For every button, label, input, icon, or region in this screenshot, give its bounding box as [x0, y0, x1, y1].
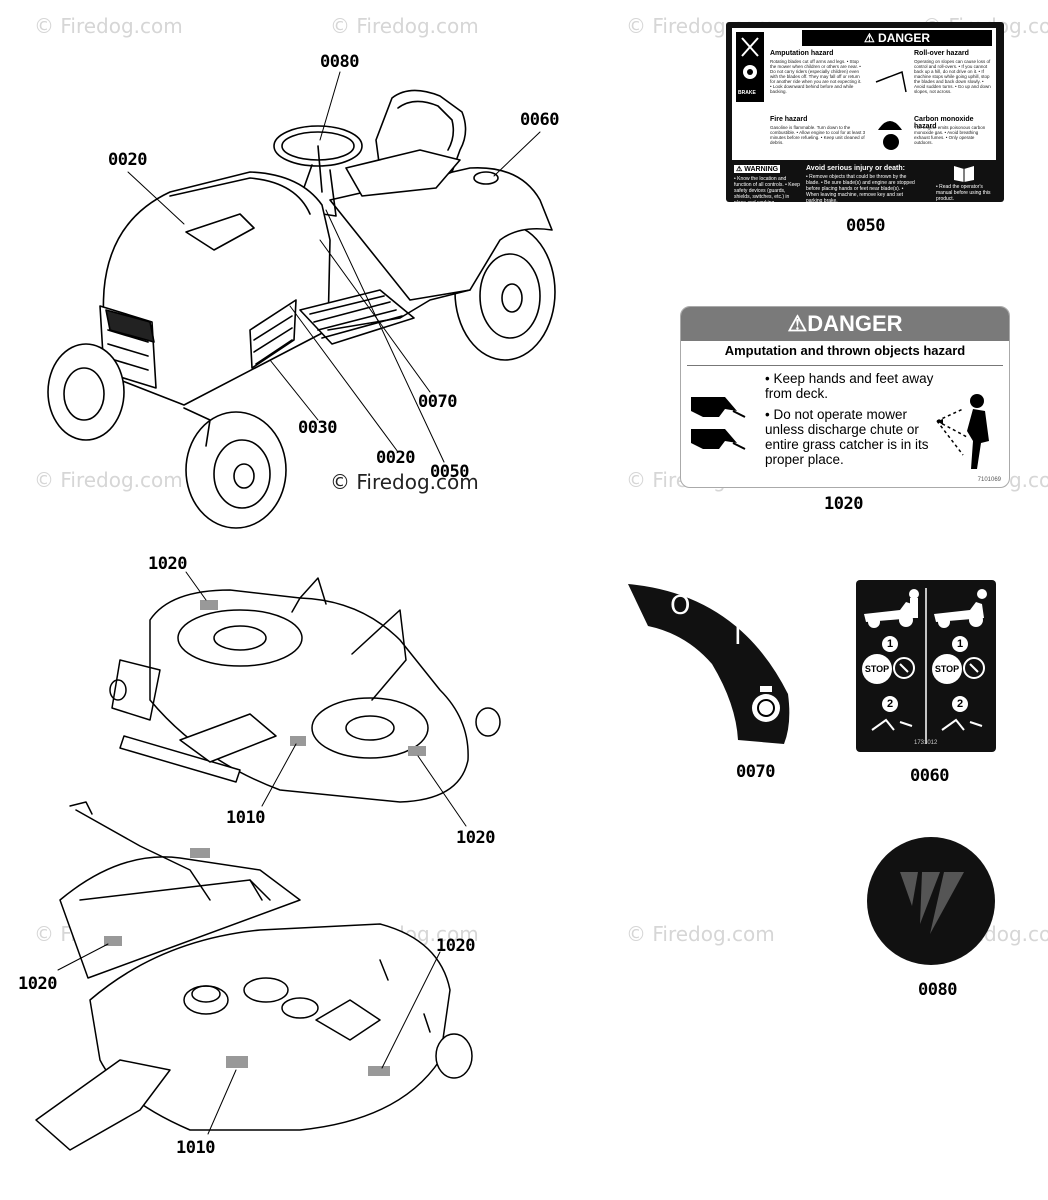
watermark: © Firedog.com: [330, 14, 479, 38]
decal-0050-safety-label: BRAKE ⚠ DANGER Amputation hazard Rotatin…: [726, 22, 1004, 206]
callout-1020-right: 1020: [824, 494, 863, 514]
callout-1010-deck2: 1010: [176, 1138, 215, 1158]
instruction-do-not-operate: • Do not operate mower unless discharge …: [765, 407, 929, 467]
decal-0050-panel: BRAKE ⚠ DANGER Amputation hazard Rotatin…: [732, 28, 996, 160]
rollover-text: Operating on slopes can cause loss of co…: [914, 59, 991, 94]
amputation-text: Rotating blades cut off arms and legs. •…: [770, 59, 862, 94]
warning-label-text: WARNING: [744, 166, 779, 173]
callout-1020-deck2-right: 1020: [436, 936, 475, 956]
stop-sign-left: STOP: [862, 654, 892, 684]
stop-sign-right: STOP: [932, 654, 962, 684]
decal-1020-danger-label: ⚠DANGER Amputation and thrown objects ha…: [680, 306, 1010, 488]
callout-0070-decal: 0070: [736, 762, 775, 782]
watermark: © Firedog.com: [626, 922, 775, 946]
watermark-dark: © Firedog.com: [330, 470, 479, 494]
decal-code: 1731012: [914, 740, 938, 746]
hazard-subtitle: Amputation and thrown objects hazard: [724, 343, 966, 358]
engine-start-icon: [752, 686, 780, 722]
callout-1020-deck-right: 1020: [456, 828, 495, 848]
callout-1010-deck-top: 1010: [226, 808, 265, 828]
fire-title: Fire hazard: [770, 116, 808, 123]
danger-header-text: DANGER: [807, 311, 903, 336]
decal-code: 7101069: [977, 477, 1001, 483]
footer-text-left: • Know the location and function of all …: [734, 176, 800, 206]
fire-text: Gasoline is flammable. Turn down to the …: [770, 125, 866, 145]
step-2-right: 2: [952, 696, 968, 712]
callout-0030: 0030: [298, 418, 337, 438]
brake-label: BRAKE: [738, 90, 756, 96]
footer-text-middle: • Remove objects that could be thrown by…: [806, 174, 915, 204]
off-symbol: O: [670, 591, 690, 621]
callout-0050-tractor: 0050: [430, 462, 469, 482]
danger-header-text: DANGER: [878, 31, 931, 45]
step-1-right: 1: [952, 636, 968, 652]
divider: [687, 365, 1003, 366]
callout-1020-deck2-left: 1020: [18, 974, 57, 994]
step-1-left: 1: [882, 636, 898, 652]
hand-blade-icon: [691, 397, 746, 450]
warning-triangle-icon: ⚠: [787, 311, 808, 336]
rollover-title: Roll-over hazard: [914, 50, 969, 57]
instruction-keep-hands: • Keep hands and feet away from deck.: [765, 371, 934, 401]
carbon-title: Carbon monoxide hazard: [914, 116, 974, 130]
callout-0080-decal: 0080: [918, 980, 957, 1000]
footer-text-right: • Read the operator's manual before usin…: [936, 184, 991, 202]
warning-triangle-icon: ⚠: [863, 31, 875, 45]
callout-0080: 0080: [320, 52, 359, 72]
callout-0060-decal: 0060: [910, 766, 949, 786]
manual-book-icon: [954, 166, 974, 182]
callout-0020-top: 0020: [108, 150, 147, 170]
decal-0060-blade-engage: 1 1 STOP STOP 2 2 1731012: [856, 580, 996, 752]
watermark: © Firedog.com: [34, 14, 183, 38]
avoid-title: Avoid serious injury or death:: [806, 165, 905, 172]
watermark: © Firedog.com: [34, 468, 183, 492]
carbon-text: The engine emits poisonous carbon monoxi…: [914, 125, 986, 145]
callout-0060: 0060: [520, 110, 559, 130]
step-2-left: 2: [882, 696, 898, 712]
hazard-pictograms-icon: [875, 70, 907, 150]
callout-0050: 0050: [846, 216, 885, 236]
decal-0070-throttle: O I: [628, 584, 790, 744]
callout-0070: 0070: [418, 392, 457, 412]
decal-0080-emblem: [867, 837, 995, 965]
brake-pedal-icon: [736, 32, 764, 102]
thrown-objects-icon: [936, 394, 989, 469]
on-symbol: I: [734, 621, 742, 651]
danger-header: ⚠DANGER: [681, 307, 1009, 341]
amputation-title: Amputation hazard: [770, 50, 834, 57]
callout-1020-deck-top: 1020: [148, 554, 187, 574]
danger-header: ⚠ DANGER: [802, 30, 992, 46]
warning-label: ⚠ WARNING: [734, 165, 781, 173]
callout-0020-bottom: 0020: [376, 448, 415, 468]
